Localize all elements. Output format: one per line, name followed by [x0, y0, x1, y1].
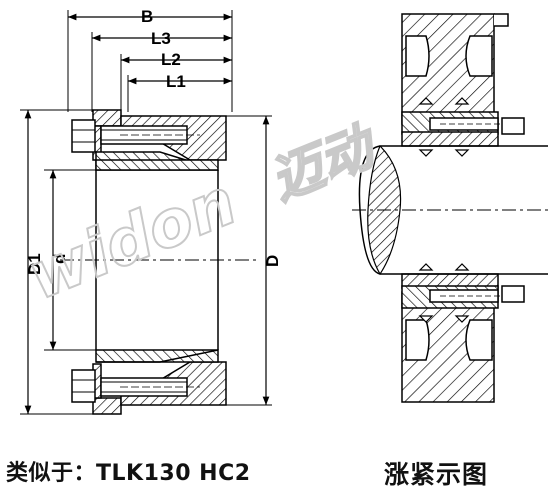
dim-label-L1: L1: [166, 72, 186, 91]
installation-view: [352, 13, 552, 403]
dim-label-D1: D1: [25, 253, 44, 275]
bottom-section: [71, 349, 227, 415]
section-view: [20, 10, 272, 415]
dimension-labels: B L3 L2 L1 D1 d D: [25, 7, 282, 275]
model-caption: 类似于：TLK130 HC2: [6, 461, 251, 486]
dim-label-B: B: [141, 7, 153, 26]
installation-caption: 涨紧示图: [384, 460, 489, 489]
top-section: [71, 109, 227, 171]
dim-label-d: d: [50, 254, 69, 264]
dim-label-L3: L3: [151, 29, 171, 48]
dim-label-L2: L2: [161, 50, 181, 69]
dim-label-D: D: [263, 255, 282, 267]
